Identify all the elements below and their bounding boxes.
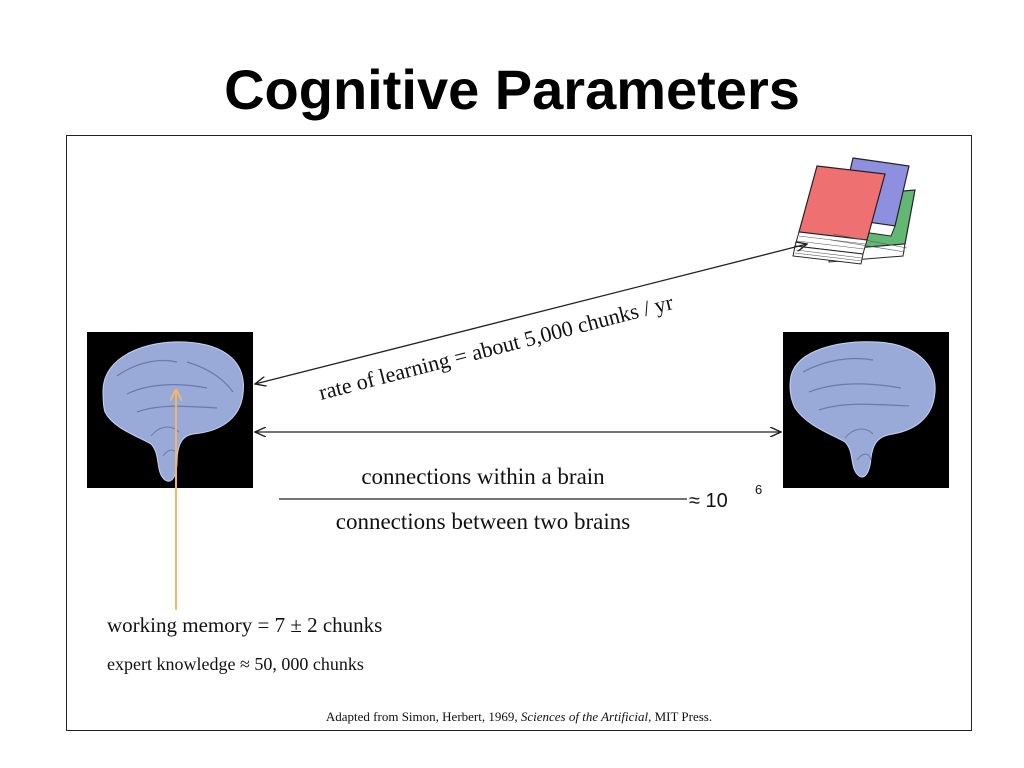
citation: Adapted from Simon, Herbert, 1969, Scien… [326,709,712,724]
citation-title: Sciences of the Artificial [521,709,649,724]
citation-prefix: Adapted from Simon, Herbert, 1969, [326,709,521,724]
ratio-approx: ≈ 10 [689,490,728,512]
citation-suffix: , MIT Press. [648,709,712,724]
books-stack-icon [792,157,916,265]
learning-rate-label: rate of learning = about 5,000 chunks / … [316,289,676,405]
working-memory-note: working memory = 7 ± 2 chunks [107,613,382,637]
ratio-denominator: connections between two brains [336,509,630,534]
brain-scan-left [87,332,253,488]
learning-rate-arrow [255,244,807,384]
brain-scan-right [783,332,949,488]
ratio-numerator: connections within a brain [361,464,605,489]
ratio-exponent: 6 [755,482,762,497]
diagram-figure: rate of learning = about 5,000 chunks / … [66,135,972,731]
expert-knowledge-note: expert knowledge ≈ 50, 000 chunks [107,654,364,674]
slide-title: Cognitive Parameters [224,58,800,121]
